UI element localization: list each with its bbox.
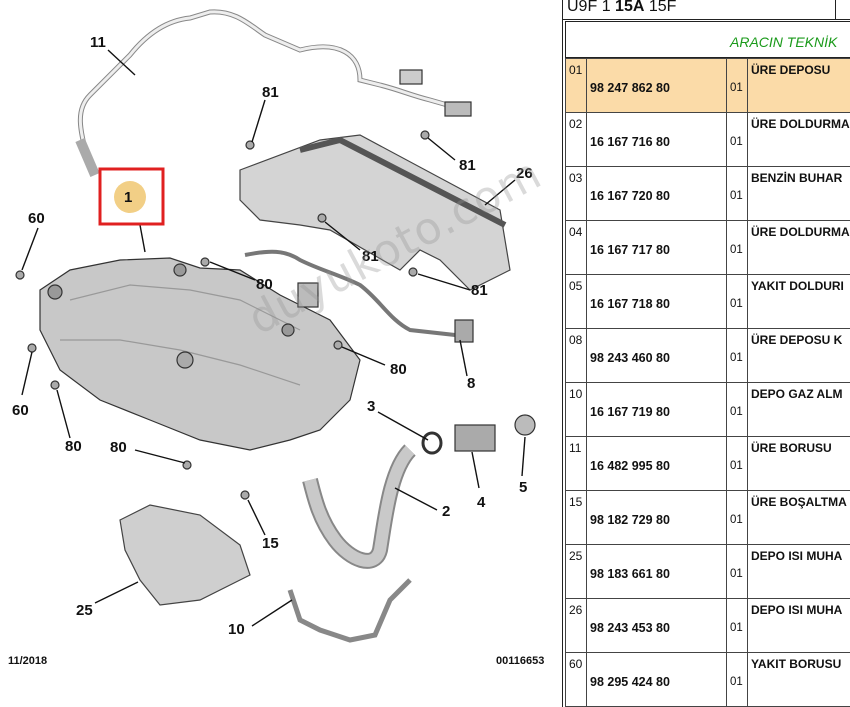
callout-4[interactable]: 4	[477, 494, 486, 511]
exploded-parts-diagram: 1 11 81 81 26 60 81 80 81 80 60 3 8 80 8…	[8, 9, 550, 667]
part-quantity: 01	[726, 166, 748, 221]
part-index: 26	[565, 598, 587, 653]
callout-8[interactable]: 8	[467, 375, 476, 392]
callout-81[interactable]: 81	[262, 84, 279, 101]
part-index: 60	[565, 652, 587, 707]
part-index: 08	[565, 328, 587, 383]
part-index: 15	[565, 490, 587, 545]
callout-25[interactable]: 25	[76, 602, 93, 619]
part-name: ÜRE DEPOSU K	[747, 328, 850, 383]
header-divider	[563, 19, 850, 20]
callout-5[interactable]: 5	[519, 479, 528, 496]
part-index: 10	[565, 382, 587, 437]
callout-selected-part[interactable]: 1	[124, 189, 133, 206]
part-quantity: 01	[726, 220, 748, 275]
part-reference[interactable]: 16 167 718 80	[586, 274, 727, 329]
selected-part-marker	[114, 181, 146, 213]
part-quantity: 01	[726, 58, 748, 113]
part-reference[interactable]: 16 167 716 80	[586, 112, 727, 167]
part-name: DEPO GAZ ALM	[747, 382, 850, 437]
part-reference[interactable]: 98 243 453 80	[586, 598, 727, 653]
part-name: ÜRE BORUSU	[747, 436, 850, 491]
part-reference[interactable]: 98 243 460 80	[586, 328, 727, 383]
header-divider	[835, 0, 836, 19]
part-index: 04	[565, 220, 587, 275]
part-name: BENZİN BUHAR	[747, 166, 850, 221]
callout-80[interactable]: 80	[65, 438, 82, 455]
callout-60[interactable]: 60	[28, 210, 45, 227]
callout-81[interactable]: 81	[459, 157, 476, 174]
diagram-image-id: 00116653	[496, 655, 545, 667]
part-index: 25	[565, 544, 587, 599]
part-name: ÜRE DOLDURMA	[747, 112, 850, 167]
part-name: ÜRE DOLDURMA	[747, 220, 850, 275]
callout-81[interactable]: 81	[362, 248, 379, 265]
part-quantity: 01	[726, 328, 748, 383]
callout-2[interactable]: 2	[442, 503, 451, 520]
part-quantity: 01	[726, 382, 748, 437]
callout-60[interactable]: 60	[12, 402, 29, 419]
part-reference[interactable]: 98 295 424 80	[586, 652, 727, 707]
callout-15[interactable]: 15	[262, 535, 279, 552]
callout-10[interactable]: 10	[228, 621, 245, 638]
part-quantity: 01	[726, 490, 748, 545]
part-name: YAKIT DOLDURI	[747, 274, 850, 329]
callout-3[interactable]: 3	[367, 398, 376, 415]
callout-80[interactable]: 80	[256, 276, 273, 293]
part-name: ÜRE DEPOSU	[747, 58, 850, 113]
part-quantity: 01	[726, 544, 748, 599]
part-name: DEPO ISI MUHA	[747, 598, 850, 653]
part-name: DEPO ISI MUHA	[747, 544, 850, 599]
part-name: ÜRE BOŞALTMA	[747, 490, 850, 545]
catalog-code: U9F 1 15A 15F	[567, 0, 677, 15]
part-quantity: 01	[726, 274, 748, 329]
part-index: 05	[565, 274, 587, 329]
part-index: 11	[565, 436, 587, 491]
part-reference[interactable]: 16 167 719 80	[586, 382, 727, 437]
callout-81[interactable]: 81	[471, 282, 488, 299]
part-reference[interactable]: 16 482 995 80	[586, 436, 727, 491]
part-index: 03	[565, 166, 587, 221]
part-index: 02	[565, 112, 587, 167]
callout-80[interactable]: 80	[110, 439, 127, 456]
callout-11[interactable]: 11	[90, 34, 106, 51]
part-name: YAKIT BORUSU	[747, 652, 850, 707]
part-reference[interactable]: 98 183 661 80	[586, 544, 727, 599]
part-reference[interactable]: 16 167 720 80	[586, 166, 727, 221]
diagram-date: 11/2018	[8, 655, 48, 667]
diagram-drawing	[15, 9, 536, 643]
part-reference[interactable]: 98 182 729 80	[586, 490, 727, 545]
callout-80[interactable]: 80	[390, 361, 407, 378]
callout-26[interactable]: 26	[516, 165, 533, 182]
part-quantity: 01	[726, 652, 748, 707]
part-quantity: 01	[726, 598, 748, 653]
section-title: ARACIN TEKNİK	[565, 21, 850, 58]
part-reference[interactable]: 16 167 717 80	[586, 220, 727, 275]
selected-part-highlight-box	[98, 167, 165, 226]
part-index: 01	[565, 58, 587, 113]
part-quantity: 01	[726, 436, 748, 491]
part-reference[interactable]: 98 247 862 80	[586, 58, 727, 113]
part-quantity: 01	[726, 112, 748, 167]
